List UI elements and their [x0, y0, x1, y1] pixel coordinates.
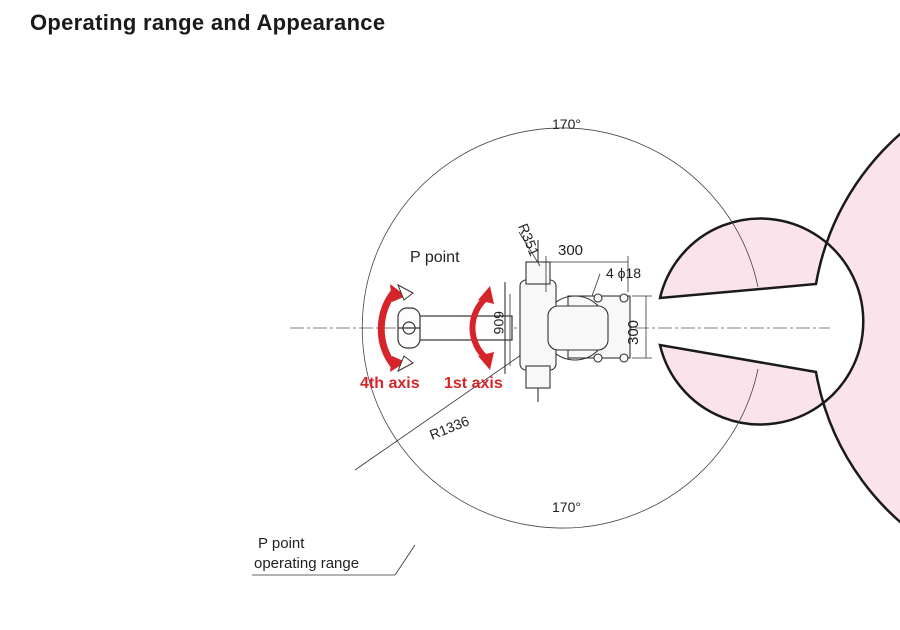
axis1-label: 1st axis	[444, 375, 503, 392]
r351-label: R351	[515, 221, 542, 258]
hole-1	[593, 293, 603, 303]
dim-300-top-label: 300	[558, 242, 583, 259]
axis1-rotation-arrow	[469, 286, 494, 370]
hole-4	[619, 353, 629, 363]
dimension-lines	[509, 231, 652, 366]
dim-606-label: 606	[491, 311, 507, 335]
p-point-label: P point	[410, 249, 460, 266]
column-cap-bottom	[525, 365, 551, 389]
hole-2	[593, 353, 603, 363]
hole-3	[619, 293, 629, 303]
page-title: Operating range and Appearance	[30, 10, 386, 35]
range-label-line2: operating range	[254, 555, 359, 572]
elbow-link	[547, 305, 609, 351]
reference-arc	[361, 127, 759, 529]
hole-spec-label: 4 ϕ18	[606, 265, 641, 281]
column-cap-top	[525, 261, 551, 285]
dim-300-right-label: 300	[625, 320, 642, 345]
axis4-rotation-arrow	[377, 283, 414, 373]
range-label-line1: P point	[258, 535, 305, 552]
angle-bottom-label: 170°	[552, 499, 581, 515]
angle-top-label: 170°	[552, 116, 581, 132]
operating-range-area	[658, 132, 900, 524]
range-label-pointer	[394, 544, 416, 576]
robot-base	[504, 240, 631, 402]
r1336-label: R1336	[427, 412, 471, 442]
axis4-label: 4th axis	[360, 375, 420, 392]
robot-arm	[397, 307, 513, 349]
